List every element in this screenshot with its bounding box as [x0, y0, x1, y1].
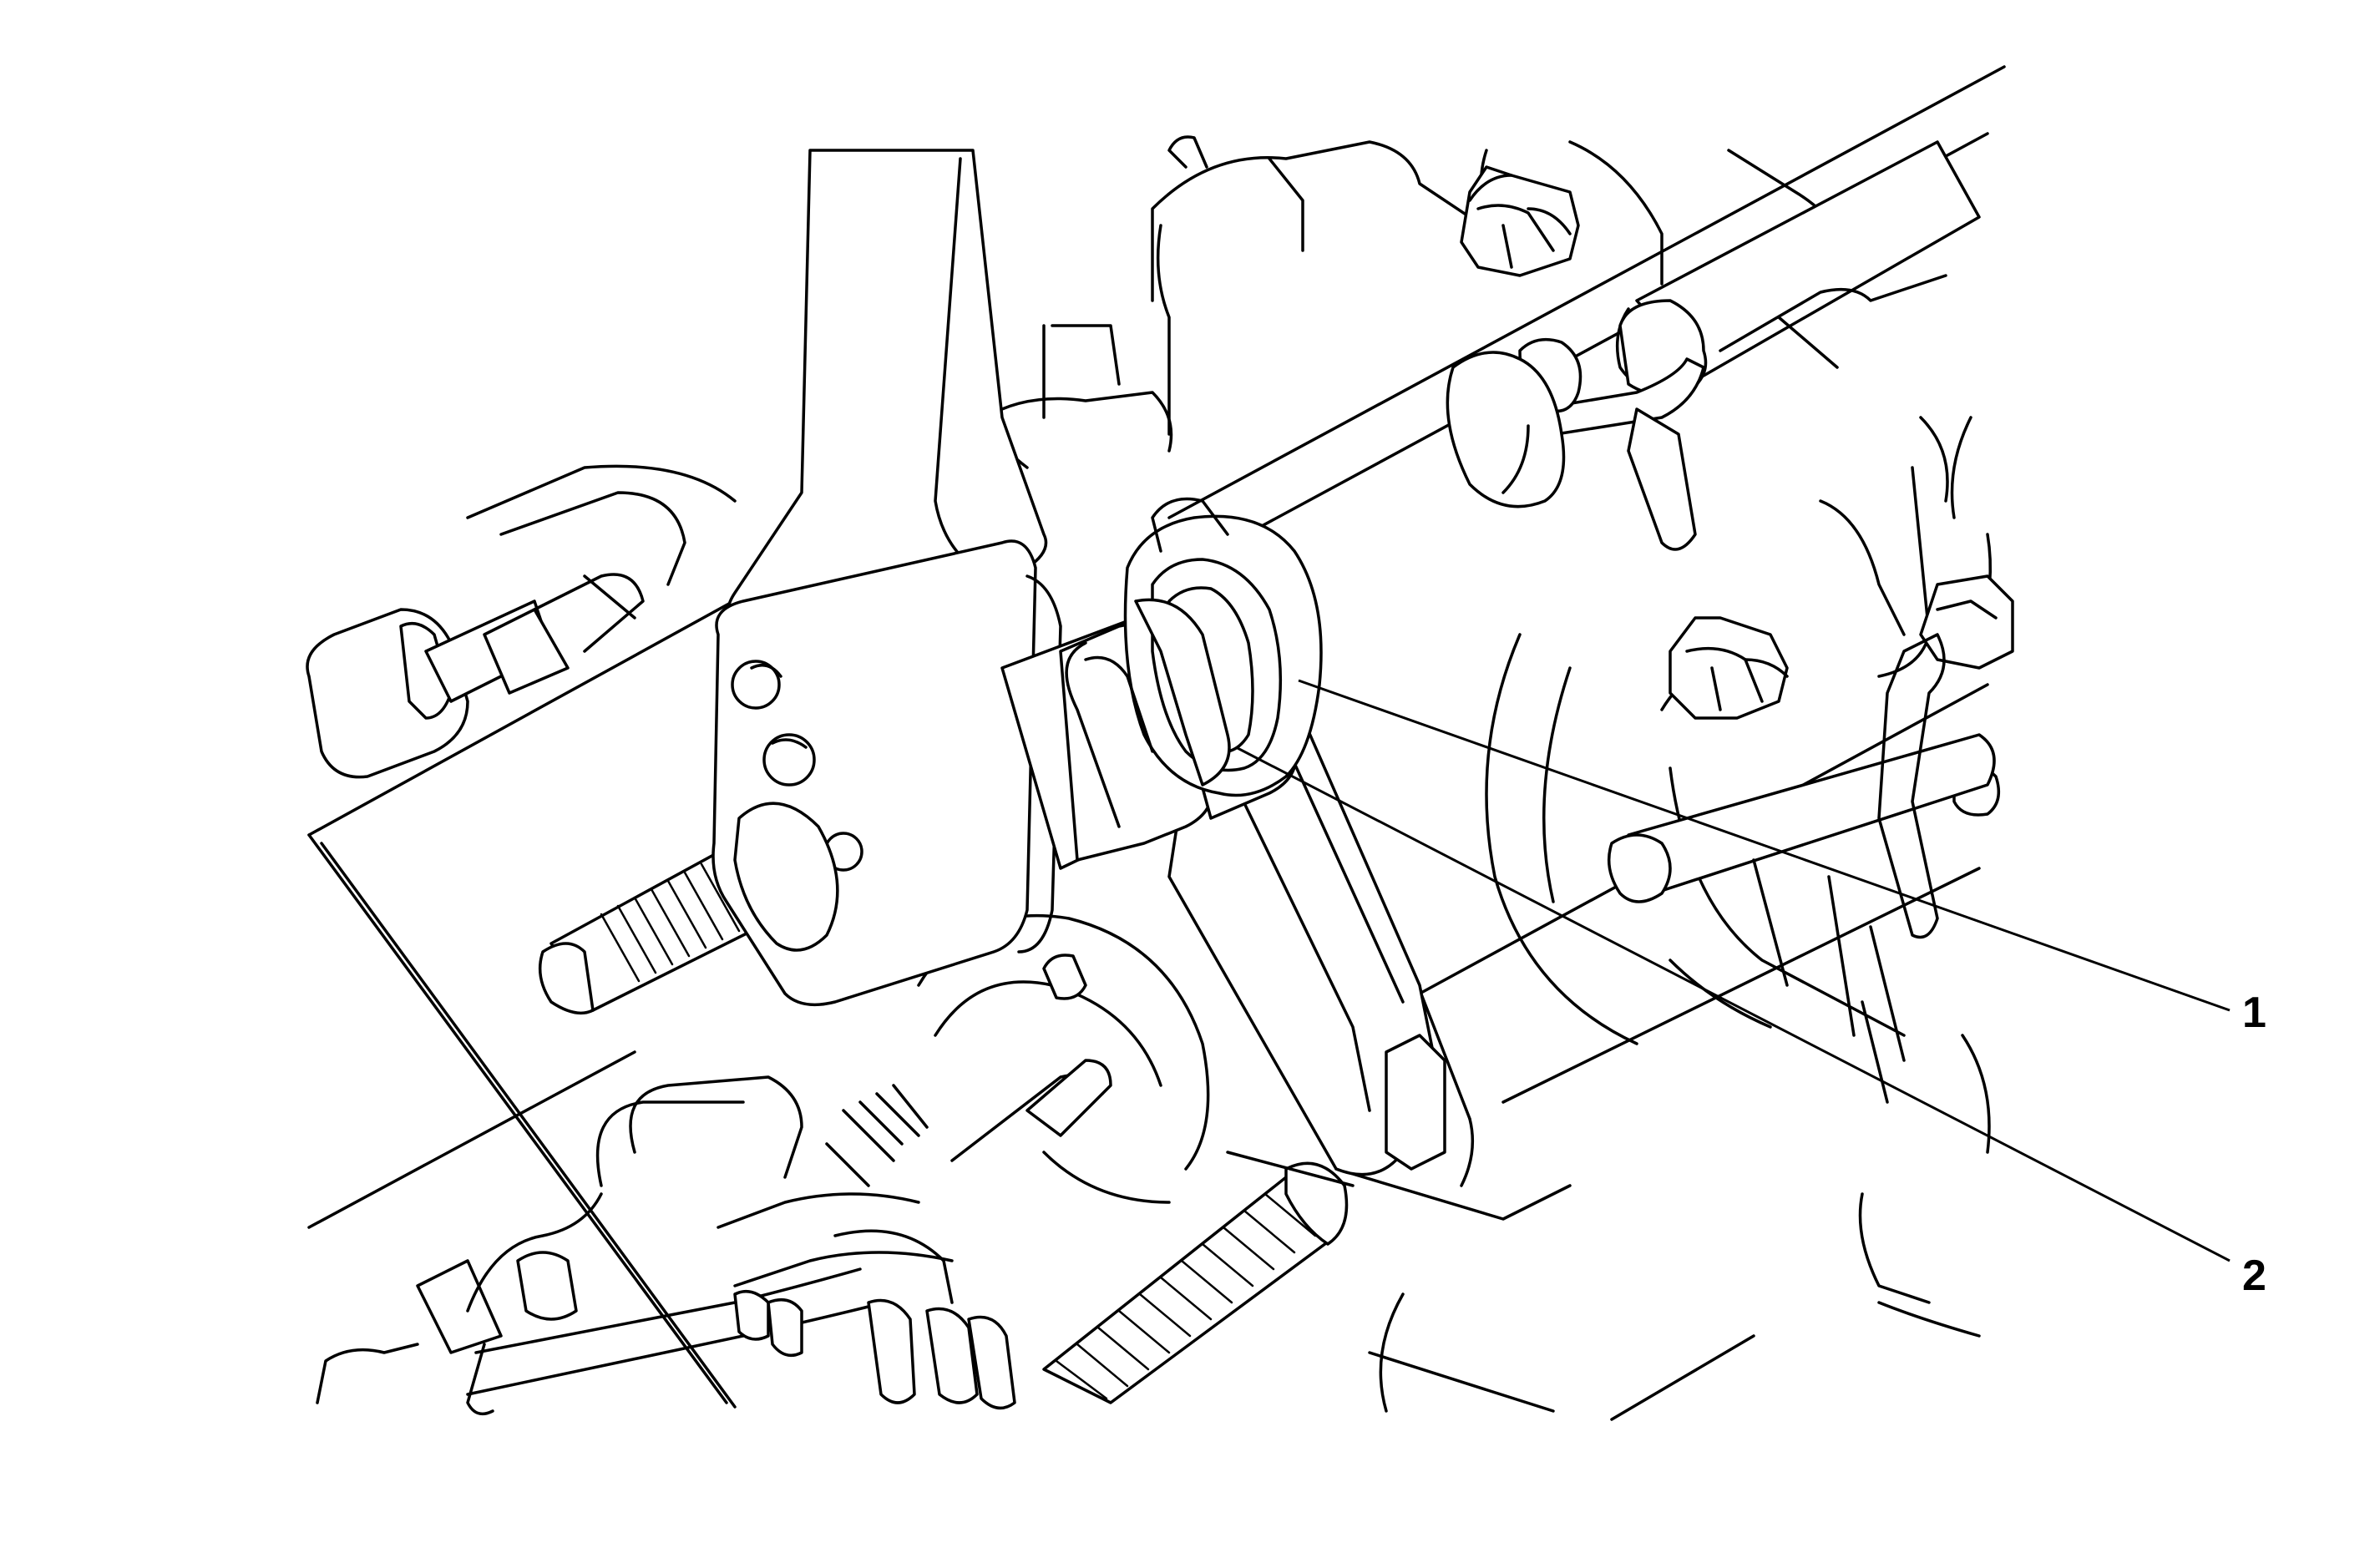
seal-bushing [1084, 598, 1231, 787]
left-hose-assembly [306, 464, 1016, 1416]
leader-line-2 [1235, 746, 2231, 1262]
threaded-spring [1042, 1151, 1355, 1404]
bolt-right [1669, 616, 1789, 720]
bolt-upper [1460, 165, 1580, 277]
callout-label-1: 1 [2242, 989, 2266, 1037]
upper-pipe [1446, 140, 1981, 551]
link-arm [1167, 716, 1446, 1176]
leader-lines [1235, 679, 2231, 1262]
right-hoses [1607, 633, 1996, 1104]
engine-housing [307, 65, 2006, 1421]
pulley-disc [917, 914, 1210, 1204]
puller-tool [711, 149, 1062, 1007]
leader-line-1 [1298, 679, 2231, 1012]
callout-label-2: 2 [2242, 1252, 2266, 1300]
